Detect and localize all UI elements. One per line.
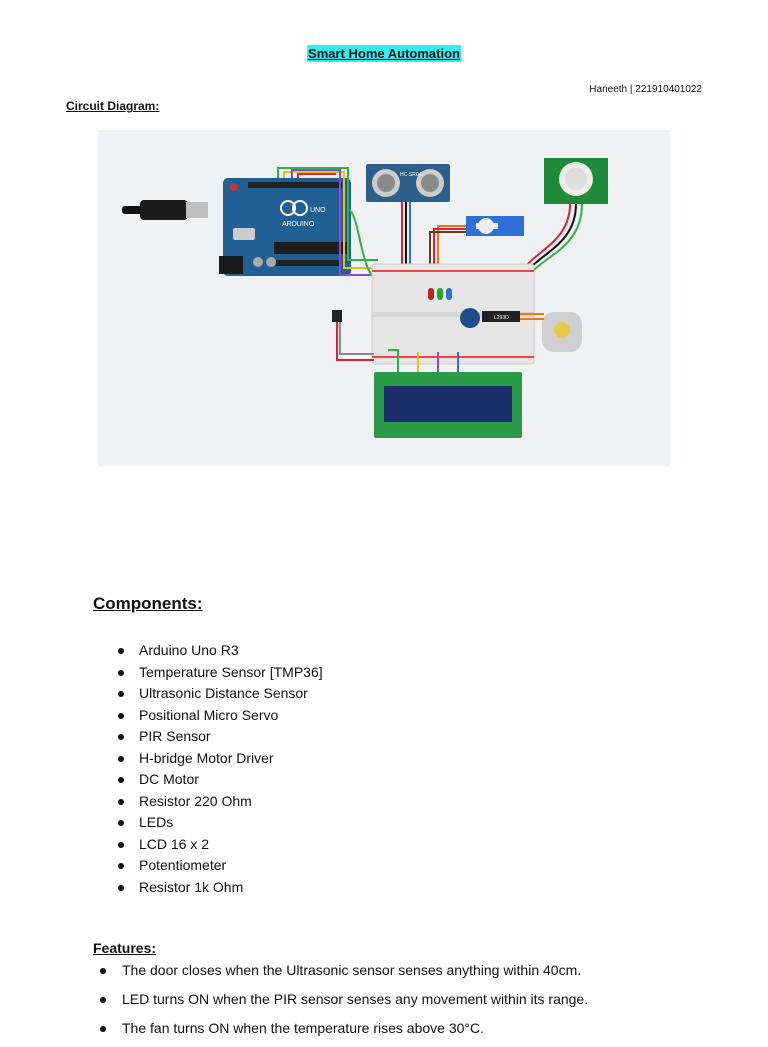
ultrasonic-sensor: HC-SR04 — [366, 164, 450, 202]
dc-motor — [542, 312, 582, 352]
list-item: LEDs — [118, 812, 323, 834]
list-item: Ultrasonic Distance Sensor — [118, 683, 323, 705]
arduino-model-label: UNO — [310, 207, 326, 214]
list-item: DC Motor — [118, 769, 323, 791]
potentiometer — [460, 308, 480, 328]
list-item: Potentiometer — [118, 855, 323, 877]
circuit-diagram-svg: ARDUINO UNO HC-SR04 — [122, 158, 608, 438]
list-item: Resistor 220 Ohm — [118, 791, 323, 813]
features-list: The door closes when the Ultrasonic sens… — [99, 960, 588, 1047]
document-title-wrap: Smart Home Automation — [0, 45, 768, 63]
breadboard — [371, 263, 535, 365]
motor-driver-chip — [482, 311, 520, 322]
servo-motor — [466, 216, 524, 236]
ultrasonic-label: HC-SR04 — [400, 172, 422, 178]
driver-label: L293D — [494, 315, 509, 321]
list-item: Resistor 1k Ohm — [118, 877, 323, 899]
pir-sensor — [544, 158, 608, 204]
components-heading: Components: — [93, 594, 203, 613]
list-item: PIR Sensor — [118, 726, 323, 748]
arduino-brand-label: ARDUINO — [282, 221, 315, 228]
usb-cable — [122, 200, 208, 220]
document-title: Smart Home Automation — [307, 45, 461, 62]
author-line: Haneeth | 221910401022 — [589, 84, 702, 95]
list-item: Temperature Sensor [TMP36] — [118, 662, 323, 684]
list-item: LCD 16 x 2 — [118, 834, 323, 856]
list-item: The fan turns ON when the temperature ri… — [99, 1018, 588, 1047]
list-item: The door closes when the Ultrasonic sens… — [99, 960, 588, 989]
components-list: Arduino Uno R3 Temperature Sensor [TMP36… — [118, 640, 323, 899]
temperature-sensor — [332, 310, 342, 322]
list-item: Positional Micro Servo — [118, 705, 323, 727]
circuit-diagram-heading: Circuit Diagram: — [66, 99, 160, 113]
circuit-diagram: ARDUINO UNO HC-SR04 — [98, 130, 670, 466]
features-heading: Features: — [93, 940, 157, 956]
list-item: H-bridge Motor Driver — [118, 748, 323, 770]
list-item: Arduino Uno R3 — [118, 640, 323, 662]
arduino-uno-board: ARDUINO UNO — [219, 178, 351, 276]
lcd-display — [374, 372, 522, 438]
list-item: LED turns ON when the PIR sensor senses … — [99, 989, 588, 1018]
